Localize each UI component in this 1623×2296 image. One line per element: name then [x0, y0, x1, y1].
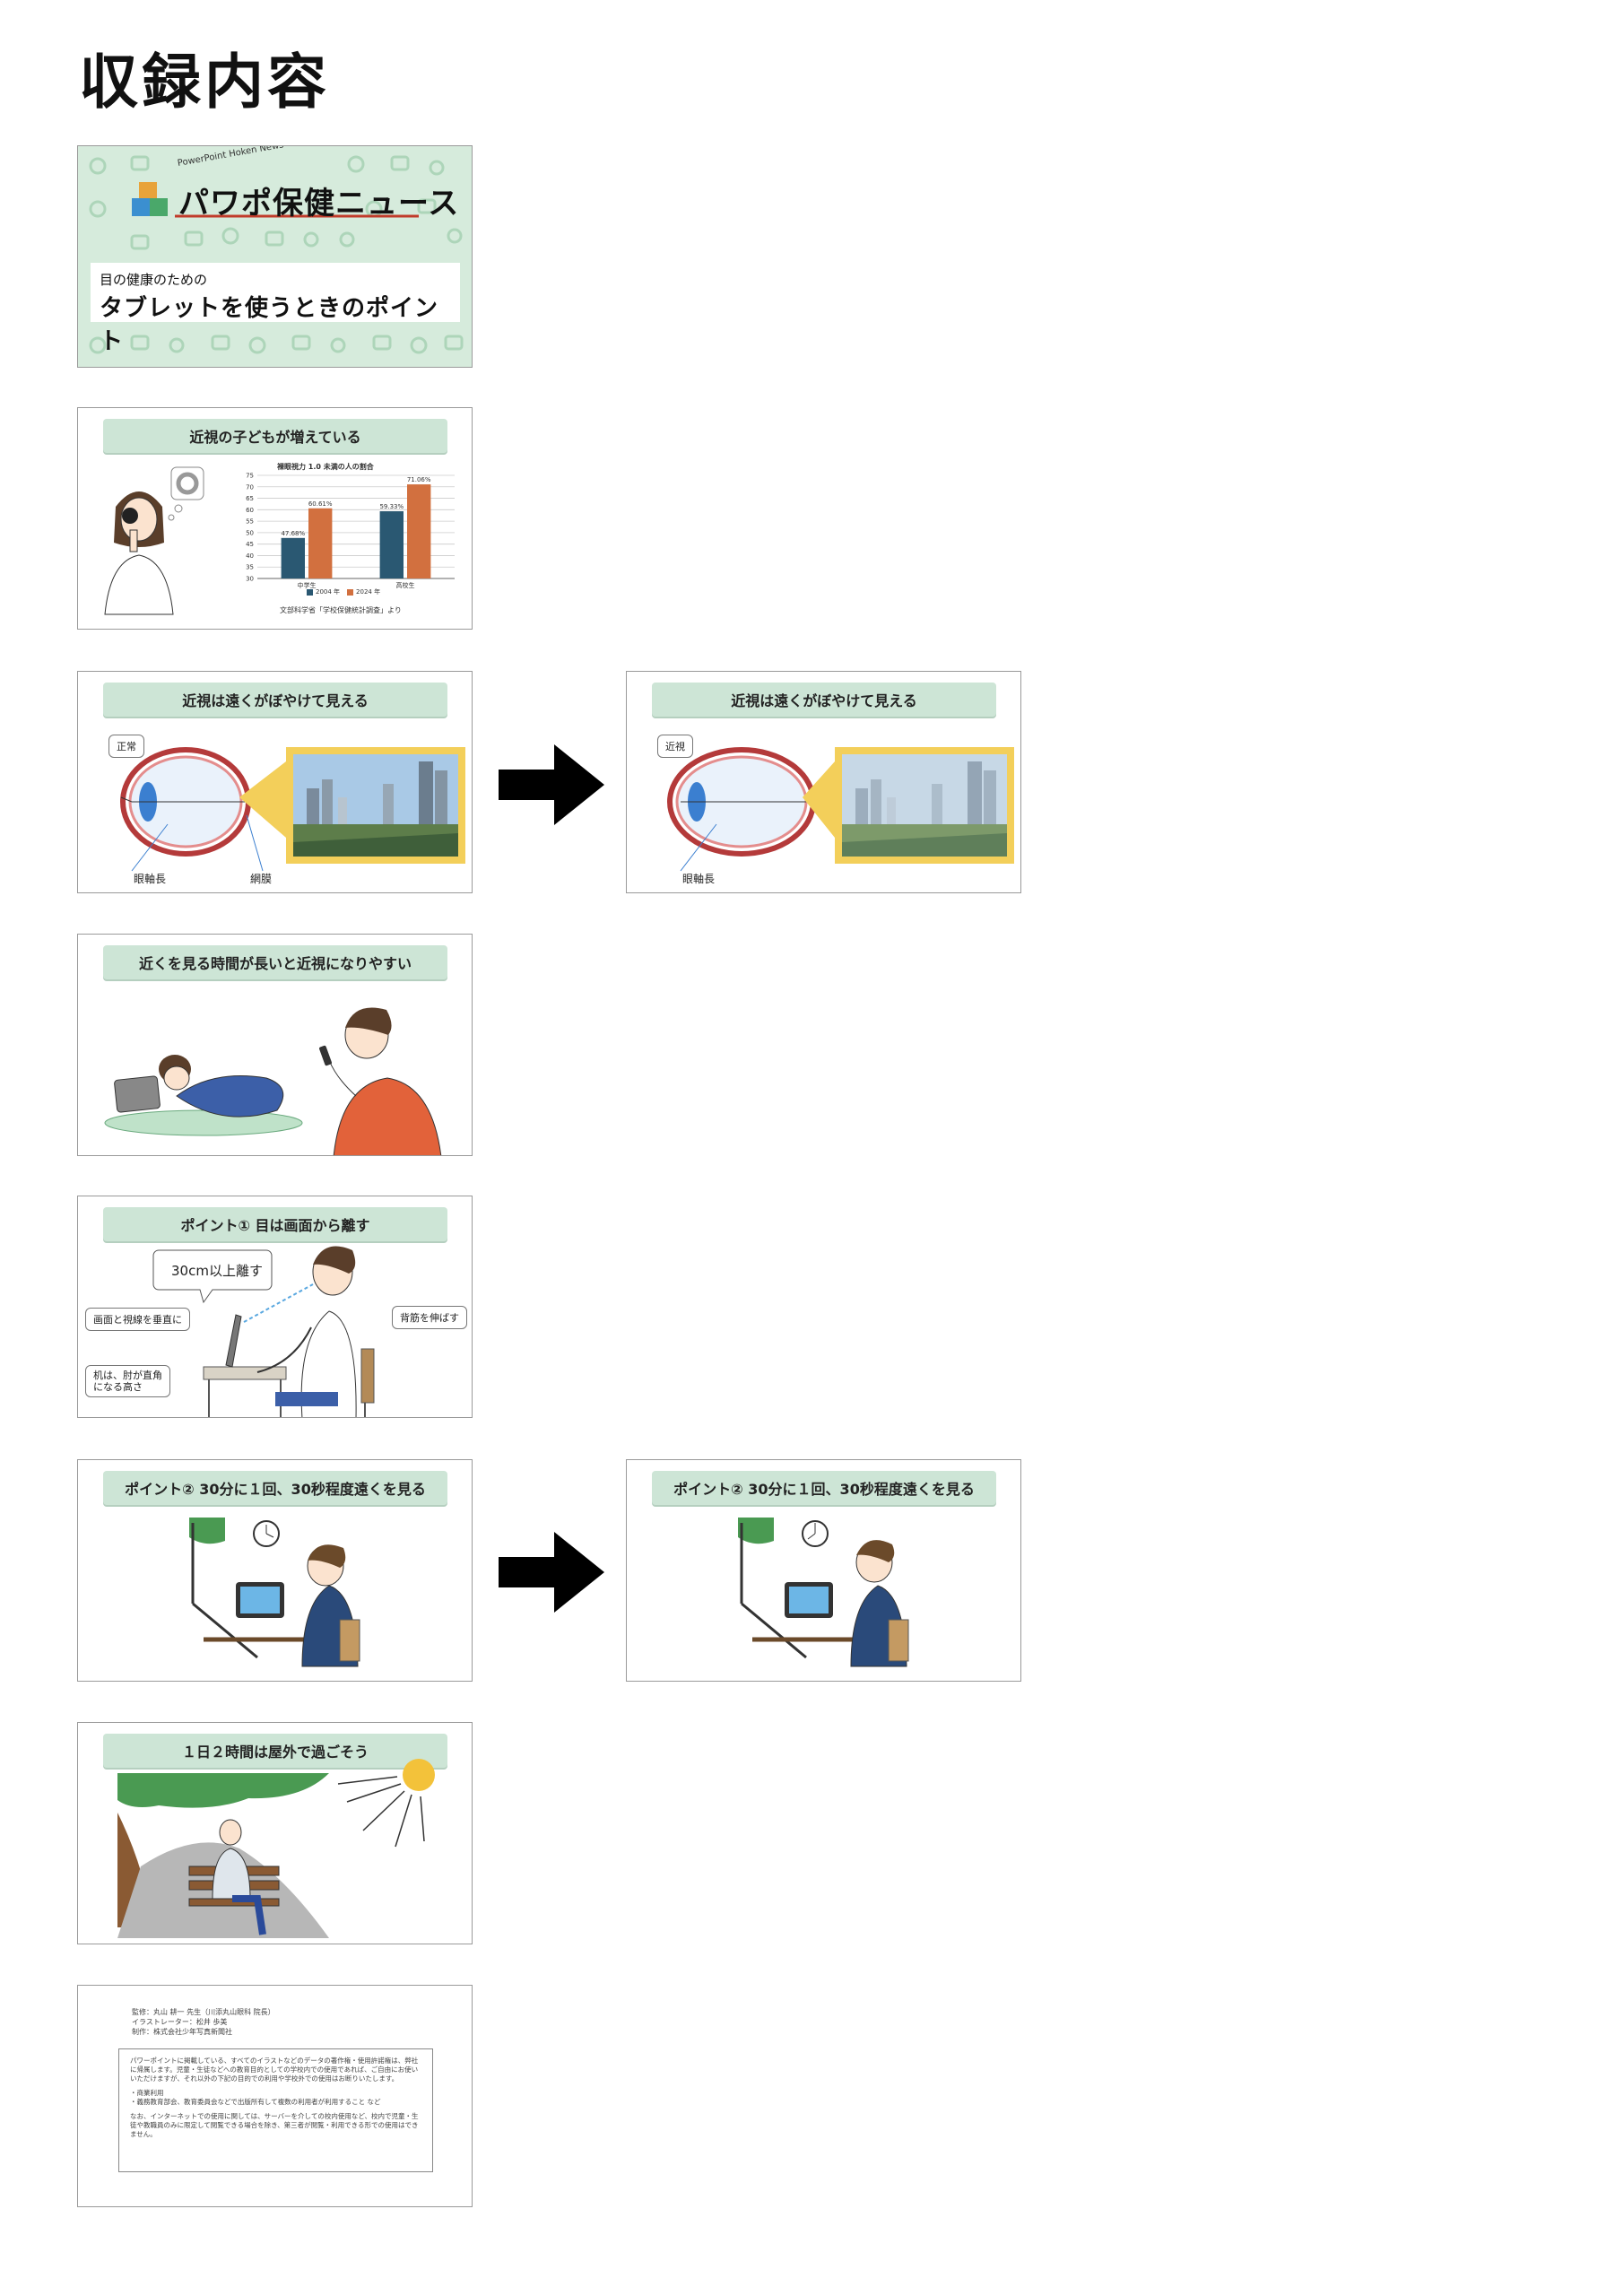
notice-item: ・義務教育部会、教育委員会などで出版所有して複数の利用者が利用すること など	[130, 2098, 381, 2106]
label-axial-length: 眼軸長	[682, 873, 716, 885]
slide-banner: 近視の子どもが増えている	[103, 419, 447, 453]
y-tick-label: 70	[246, 483, 254, 491]
logo-block-n	[150, 198, 168, 216]
callout-desk-height: 机は、肘が直角 になる高さ	[85, 1365, 170, 1397]
legend-item-2004: 2004 年	[307, 587, 340, 596]
chart-source: 文部科学省「学校保健統計調査」より	[280, 606, 402, 614]
logo-text: パワポ保健ニュース	[178, 186, 460, 222]
y-tick-label: 55	[246, 518, 254, 526]
pattern-background	[89, 155, 464, 354]
x-tick-label: 中学生	[298, 581, 317, 589]
data-label: 60.61%	[308, 500, 333, 508]
notice-paragraph: パワーポイントに掲載している、すべてのイラストなどのデータの著作権・使用許諾権は…	[130, 2057, 419, 2083]
tag-normal: 正常	[108, 735, 144, 758]
bar	[407, 484, 431, 578]
bar	[308, 508, 333, 578]
chart-title: 裸眼視力 1.0 未満の人の割合	[277, 463, 374, 471]
outdoor-bench-illustration	[117, 1759, 435, 1938]
data-label: 47.68%	[281, 530, 305, 537]
legend-item-2024: 2024 年	[347, 587, 380, 596]
title-big: タブレットを使うときのポイント	[100, 295, 439, 355]
credit-illustrator: イラストレーター：松井 歩美	[132, 2018, 228, 2026]
copyright-notice: パワーポイントに掲載している、すべてのイラストなどのデータの著作権・使用許諾権は…	[118, 2048, 433, 2172]
slide-credits[interactable]: 監修：丸山 耕一 先生（川添丸山眼科 院長） イラストレーター：松井 歩美 制作…	[77, 1985, 473, 2207]
slide-outdoor[interactable]: １日２時間は屋外で過ごそう	[77, 1722, 473, 1944]
tag-myopia: 近視	[657, 735, 693, 758]
y-tick-label: 35	[246, 564, 254, 571]
callout-back-straight: 背筋を伸ばす	[392, 1306, 467, 1329]
page-title: 収録内容	[79, 48, 330, 117]
y-tick-label: 65	[246, 495, 254, 502]
slide-point2-look-away[interactable]: ポイント② 30分に１回、30秒程度遠くを見る	[626, 1459, 1021, 1682]
slide-banner: ポイント① 目は画面から離す	[103, 1207, 447, 1241]
slide-banner: ポイント② 30分に１回、30秒程度遠くを見る	[103, 1471, 447, 1505]
y-tick-label: 45	[246, 541, 254, 548]
eye-diagram-myopia	[667, 747, 1014, 872]
logo-block-p	[139, 182, 157, 200]
bar-chart: 30 35 40 45 50 55 60 65 70 75 47.68% 60.61% 中学生 59.33…	[246, 473, 455, 589]
legend-label: 2024 年	[356, 588, 381, 596]
data-label: 71.06%	[407, 476, 431, 483]
y-tick-label: 30	[246, 576, 254, 583]
slide-banner: ポイント② 30分に１回、30秒程度遠くを見る	[652, 1471, 996, 1505]
girl-eye-test-illustration	[104, 466, 204, 615]
children-using-devices-illustration	[104, 1007, 442, 1155]
credit-supervisor: 監修：丸山 耕一 先生（川添丸山眼科 院長）	[132, 2008, 275, 2016]
x-tick-label: 高校生	[396, 581, 415, 589]
bar	[379, 511, 404, 578]
notice-paragraph: なお、インターネットでの使用に関しては、サーバーを介しての校内使用など、校内で児…	[130, 2112, 419, 2138]
label-axial-length: 眼軸長	[134, 873, 167, 885]
slide-banner: 近視は遠くがぼやけて見える	[103, 683, 447, 717]
student-looking-away-illustration	[738, 1518, 909, 1667]
slide-banner: 近視は遠くがぼやけて見える	[652, 683, 996, 717]
slide-normal-eye[interactable]: 近視は遠くがぼやけて見える 正常 眼軸長 網膜	[77, 671, 473, 893]
legend-label: 2004 年	[316, 588, 341, 596]
slide-near-work[interactable]: 近くを見る時間が長いと近視になりやすい	[77, 934, 473, 1156]
data-label: 59.33%	[379, 503, 404, 510]
notice-item: ・商業利用	[130, 2089, 164, 2097]
credits-header: 監修：丸山 耕一 先生（川添丸山眼科 院長） イラストレーター：松井 歩美 制作…	[132, 2007, 275, 2037]
y-tick-label: 50	[246, 529, 254, 536]
chart-legend: 2004 年 2024 年	[307, 587, 380, 596]
eye-diagram-normal	[120, 747, 465, 872]
sun-icon	[403, 1759, 435, 1791]
credit-producer: 制作：株式会社少年写真新聞社	[132, 2028, 232, 2036]
arrow-right-icon	[499, 1532, 604, 1613]
slide-myopic-eye[interactable]: 近視は遠くがぼやけて見える 近視 眼軸長	[626, 671, 1021, 893]
arrow-right-icon	[499, 744, 604, 825]
y-tick-label: 60	[246, 507, 254, 514]
slide-banner: 近くを見る時間が長いと近視になりやすい	[103, 945, 447, 979]
title-small: 目の健康のための	[100, 272, 208, 288]
student-at-desk-illustration	[189, 1518, 360, 1667]
slide-point2[interactable]: ポイント② 30分に１回、30秒程度遠くを見る	[77, 1459, 473, 1682]
callout-screen-perpendicular: 画面と視線を垂直に	[85, 1308, 190, 1331]
y-tick-label: 40	[246, 552, 254, 560]
student-posture-illustration	[152, 1246, 375, 1417]
label-retina: 網膜	[250, 873, 273, 885]
logo-block-h	[132, 198, 150, 216]
slide-title[interactable]: PowerPoint Hoken News パワポ保健ニュース 目の健康のための…	[77, 145, 473, 368]
bar	[281, 537, 305, 578]
slide-myopia-chart[interactable]: 近視の子どもが増えている 裸眼視力 1.0 未満の人の割合 30 35 40 45 50…	[77, 407, 473, 630]
bubble-30cm: 30cm以上離す	[171, 1263, 263, 1279]
slide-banner: １日２時間は屋外で過ごそう	[103, 1734, 447, 1768]
y-tick-label: 75	[246, 473, 254, 480]
slide-point1[interactable]: ポイント① 目は画面から離す 30cm以上離す 画面と視線を垂直に 背筋を伸ばす…	[77, 1196, 473, 1418]
title-box: 目の健康のための タブレットを使うときのポイント	[91, 263, 460, 355]
